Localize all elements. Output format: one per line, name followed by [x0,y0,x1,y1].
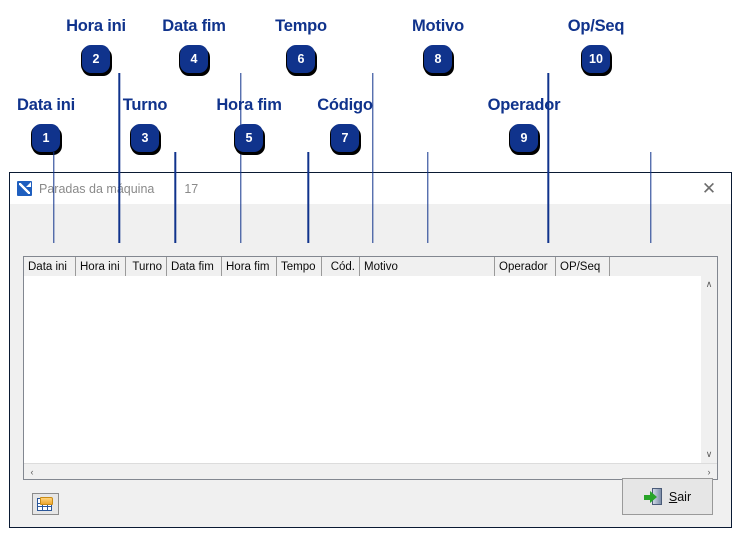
annotation-badge-2: 2 [82,45,110,73]
grid-column-header-data-fim[interactable]: Data fim [167,257,222,276]
exit-accel-letter: S [668,489,678,504]
annotation-badge-10: 10 [582,45,610,73]
annotation-label-10: Op/Seq [567,17,625,35]
annotation-badge-7: 7 [331,124,359,152]
exit-button-label: Sair [669,490,691,504]
grid-column-header-data-ini[interactable]: Data ini [24,257,76,276]
annotation-label-9: Operador [487,96,561,114]
window-title: Paradas da máquina [39,181,155,196]
annotation-badge-1: 1 [32,124,60,152]
annotation-badge-9: 9 [510,124,538,152]
scroll-right-icon[interactable]: › [707,466,711,477]
scroll-left-icon[interactable]: ‹ [30,466,34,477]
annotation-label-2: Hora ini [66,17,126,35]
export-to-excel-button[interactable] [32,493,59,515]
vertical-scrollbar[interactable]: ∧ ∨ [700,276,717,463]
grid-column-header-c-d[interactable]: Cód. [322,257,360,276]
annotation-label-8: Motivo [412,17,464,35]
excel-export-icon [37,496,54,512]
annotation-label-5: Hora fim [216,96,282,114]
scroll-up-icon[interactable]: ∧ [705,279,713,289]
annotation-badge-8: 8 [424,45,452,73]
annotation-badge-5: 5 [235,124,263,152]
annotation-label-3: Turno [122,96,168,114]
exit-label-rest: air [677,489,692,504]
app-logo-icon [17,181,32,196]
grid-column-header-op-seq[interactable]: OP/Seq [556,257,610,276]
annotation-label-1: Data ini [17,96,75,114]
grid-column-header-hora-ini[interactable]: Hora ini [76,257,126,276]
close-icon[interactable]: ✕ [701,178,717,198]
window-titlebar[interactable]: Paradas da máquina 17 ✕ [10,173,731,204]
exit-door-icon [643,488,662,505]
scroll-down-icon[interactable]: ∨ [705,449,713,459]
annotation-label-6: Tempo [275,17,327,35]
annotation-badge-3: 3 [131,124,159,152]
annotation-badge-6: 6 [287,45,315,73]
grid-column-header-tempo[interactable]: Tempo [277,257,322,276]
grid-column-header-operador[interactable]: Operador [495,257,556,276]
horizontal-scrollbar[interactable]: ‹ › [24,463,717,479]
exit-button[interactable]: Sair [622,478,713,515]
annotation-label-4: Data fim [162,17,226,35]
annotation-label-7: Código [317,96,373,114]
grid-body: ∧ ∨ [24,276,717,463]
annotation-badge-4: 4 [180,45,208,73]
grid-column-header-filler [610,257,717,276]
grid-column-header-motivo[interactable]: Motivo [360,257,495,276]
window-record-number: 17 [184,181,199,196]
grid-column-header-turno[interactable]: Turno [126,257,167,276]
grid-column-header-hora-fim[interactable]: Hora fim [222,257,277,276]
grid-rows-container[interactable] [24,276,700,463]
